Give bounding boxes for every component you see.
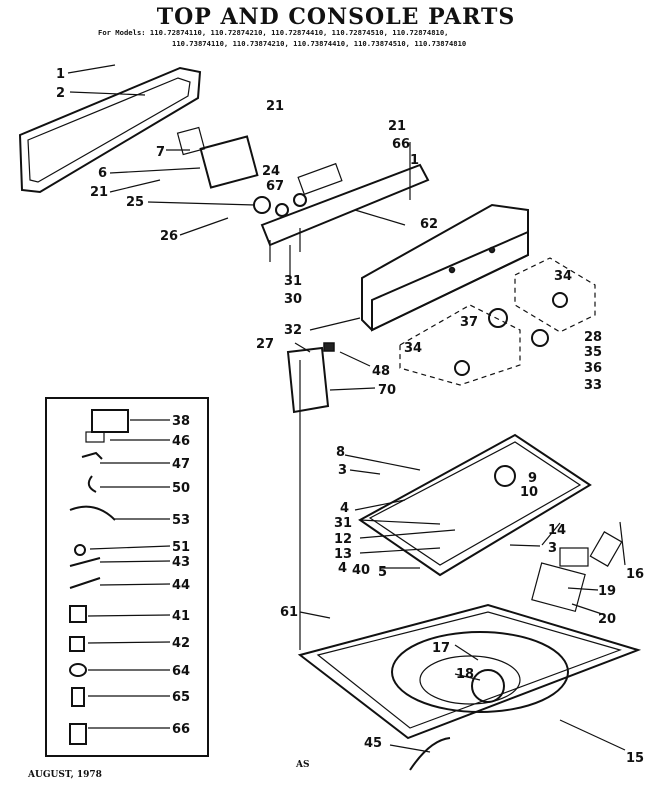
footer-date: AUGUST, 1978 — [28, 770, 102, 780]
callout-27: 27 — [256, 337, 274, 352]
callout-36: 36 — [584, 361, 602, 376]
callout-24: 24 — [262, 164, 280, 179]
knob-group-lower — [399, 304, 521, 386]
footer-code: AS — [296, 760, 310, 770]
console-panel — [18, 66, 202, 194]
callout-4: 4 — [338, 561, 347, 576]
callout-43: 43 — [172, 555, 190, 570]
control-panel — [286, 342, 335, 414]
callout-26: 26 — [160, 229, 178, 244]
callout-37: 37 — [460, 315, 478, 330]
callout-34: 34 — [404, 341, 422, 356]
callout-3: 3 — [548, 541, 557, 556]
callout-9: 9 — [528, 471, 537, 486]
callout-45: 45 — [364, 736, 382, 751]
callout-33: 33 — [584, 378, 602, 393]
callout-15: 15 — [626, 751, 644, 766]
callout-20: 20 — [598, 612, 616, 627]
callout-8: 8 — [336, 445, 345, 460]
callout-34: 34 — [554, 269, 572, 284]
callout-30: 30 — [284, 292, 302, 307]
callout-65: 65 — [172, 690, 190, 705]
callout-64: 64 — [172, 664, 190, 679]
callout-14: 14 — [548, 523, 566, 538]
callout-66: 66 — [392, 137, 410, 152]
callout-28: 28 — [584, 330, 602, 345]
callout-19: 19 — [598, 584, 616, 599]
loose-parts-box — [45, 397, 209, 757]
callout-12: 12 — [334, 532, 352, 547]
callout-66: 66 — [172, 722, 190, 737]
callout-1: 1 — [56, 67, 65, 82]
callout-47: 47 — [172, 457, 190, 472]
callout-62: 62 — [420, 217, 438, 232]
models-line-2: 110.73874110, 110.73874210, 110.73874410… — [172, 39, 467, 48]
models-line-1: For Models: 110.72874110, 110.72874210, … — [98, 28, 449, 37]
callout-32: 32 — [284, 323, 302, 338]
timer-assembly — [176, 126, 343, 217]
console-base — [361, 203, 529, 332]
callout-13: 13 — [334, 547, 352, 562]
callout-35: 35 — [584, 345, 602, 360]
leader-lines — [67, 64, 626, 753]
callout-10: 10 — [520, 485, 538, 500]
callout-61: 61 — [280, 605, 298, 620]
callout-31: 31 — [284, 274, 302, 289]
callout-70: 70 — [378, 383, 396, 398]
callout-7: 7 — [156, 145, 165, 160]
callout-44: 44 — [172, 578, 190, 593]
callout-21: 21 — [90, 185, 108, 200]
callout-41: 41 — [172, 609, 190, 624]
callout-42: 42 — [172, 636, 190, 651]
callout-67: 67 — [266, 179, 284, 194]
knob-group-upper — [514, 257, 596, 347]
callout-4: 4 — [340, 501, 349, 516]
console-bracket — [260, 163, 430, 262]
callout-46: 46 — [172, 434, 190, 449]
callout-18: 18 — [456, 667, 474, 682]
callout-21: 21 — [266, 99, 284, 114]
callout-21: 21 — [388, 119, 406, 134]
callout-40: 40 — [352, 563, 370, 578]
callout-50: 50 — [172, 481, 190, 496]
callout-1: 1 — [410, 153, 419, 168]
callout-48: 48 — [372, 364, 390, 379]
callout-25: 25 — [126, 195, 144, 210]
callout-5: 5 — [378, 565, 387, 580]
callout-53: 53 — [172, 513, 190, 528]
callout-17: 17 — [432, 641, 450, 656]
callout-3: 3 — [338, 463, 347, 478]
callout-38: 38 — [172, 414, 190, 429]
callout-16: 16 — [626, 567, 644, 582]
page-title: TOP AND CONSOLE PARTS — [156, 4, 516, 30]
washer-top — [297, 603, 642, 740]
callout-6: 6 — [98, 166, 107, 181]
callout-2: 2 — [56, 86, 65, 101]
callout-31: 31 — [334, 516, 352, 531]
callout-51: 51 — [172, 540, 190, 555]
callout-labels: 1 2 7 6 21 25 26 21 24 67 21 66 1 62 31 … — [56, 67, 644, 766]
